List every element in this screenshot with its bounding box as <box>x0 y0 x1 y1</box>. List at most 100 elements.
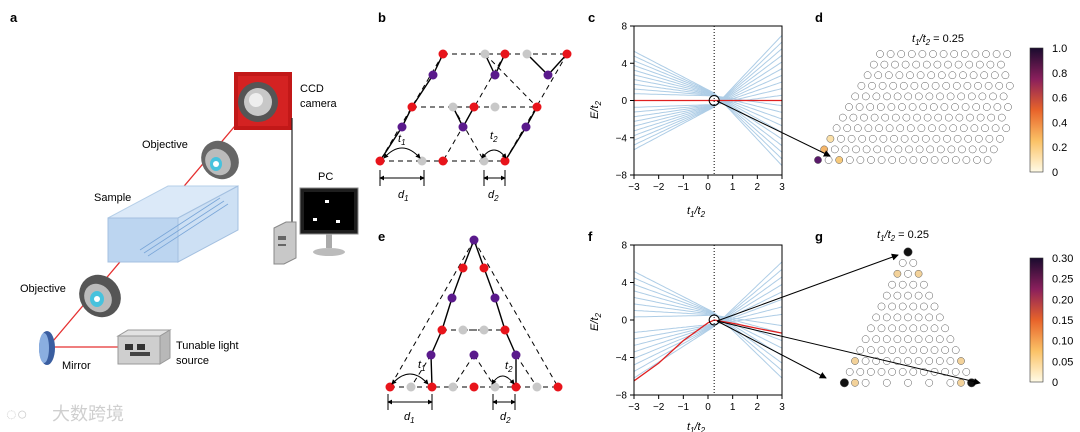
site-dot <box>923 113 932 122</box>
lattice-site <box>438 156 448 166</box>
site-dot <box>978 92 987 101</box>
site-dot <box>901 60 910 69</box>
site-dot <box>933 60 942 69</box>
x-tick-label: 2 <box>755 182 761 193</box>
site-dot <box>954 60 963 69</box>
c-xlabel: t1/t2 <box>687 205 706 219</box>
lattice-site <box>426 350 436 360</box>
site-dot <box>948 71 957 80</box>
site-dot <box>856 368 865 376</box>
site-dot <box>935 335 944 344</box>
site-dot <box>904 269 912 278</box>
site-dot <box>885 124 894 133</box>
lattice-site <box>522 49 532 59</box>
t2-label-e: t2 <box>505 360 513 374</box>
site-dot <box>943 134 951 143</box>
band-line <box>633 94 783 108</box>
f-ylabel: E/t2 <box>589 313 603 331</box>
watermark-text: 大数跨境 <box>52 404 124 424</box>
band-line <box>633 283 783 364</box>
site-dot <box>965 60 974 69</box>
hopping-t2-arrow-e <box>491 375 515 385</box>
site-dot <box>888 324 896 333</box>
site-dot <box>906 71 914 80</box>
site-dot <box>939 50 948 58</box>
band-line <box>633 81 783 118</box>
lattice-bond-dashed <box>484 53 538 108</box>
t1-label: t1 <box>398 133 406 147</box>
site-dot <box>974 134 983 143</box>
site-dot <box>973 156 981 164</box>
site-dot <box>941 368 949 376</box>
site-dot <box>1002 124 1011 133</box>
site-dot <box>872 313 881 322</box>
site-dot <box>904 378 912 387</box>
d1-label-e: d1 <box>404 411 415 425</box>
site-dot <box>847 134 856 143</box>
site-dot <box>855 103 864 111</box>
site-dot <box>882 313 891 322</box>
site-dot <box>975 60 984 69</box>
site-dot <box>896 124 905 133</box>
site-dot <box>876 103 885 111</box>
band-line <box>633 61 783 132</box>
x-tick-label: 3 <box>779 182 785 193</box>
colorbar-g <box>1029 257 1044 383</box>
site-dot <box>893 269 902 278</box>
band-line <box>633 306 783 340</box>
site-dot <box>876 50 884 58</box>
colorbar-tick-label: 0 <box>1052 167 1058 179</box>
hopping-t2-arrow <box>481 149 507 159</box>
site-dot <box>862 145 871 154</box>
site-dot <box>932 134 941 143</box>
site-dot <box>976 113 985 122</box>
site-dot <box>1001 71 1010 80</box>
site-intensity-grid-g <box>839 247 977 388</box>
site-dot <box>912 60 921 69</box>
light-label-line2: source <box>176 355 209 367</box>
edge-state-line <box>633 319 783 382</box>
lattice-site <box>448 382 458 392</box>
site-dot <box>910 81 919 90</box>
arrow-f-to-g-top <box>716 253 899 322</box>
lattice-site <box>438 49 448 59</box>
site-dot <box>891 60 899 69</box>
panel-e: e t1 t2 d1 d2 <box>378 229 563 425</box>
site-dot <box>925 313 934 322</box>
site-dot <box>880 60 889 69</box>
site-dot <box>884 71 893 80</box>
panel-d-label: d <box>815 10 823 25</box>
band-line <box>633 48 783 141</box>
lattice-site <box>500 156 510 166</box>
site-dot <box>902 113 911 122</box>
site-dot <box>832 124 841 133</box>
site-dot <box>863 71 872 80</box>
site-dot <box>879 134 888 143</box>
band-line <box>633 277 783 371</box>
y-tick-label: 8 <box>621 241 627 252</box>
plot-frame <box>633 244 783 396</box>
band-line <box>633 50 783 167</box>
band-line <box>633 54 783 137</box>
band-line <box>633 88 783 113</box>
lattice-site <box>480 49 490 59</box>
y-tick-label: 0 <box>621 316 627 327</box>
site-dot <box>830 145 839 154</box>
site-dot <box>883 145 892 154</box>
site-dot <box>882 335 891 344</box>
site-dot <box>947 145 956 154</box>
g-title: t1/t2 = 0.25 <box>877 229 929 243</box>
site-dot <box>888 156 897 164</box>
ccd-label-line2: camera <box>300 98 338 110</box>
lattice-site <box>469 382 479 392</box>
site-dot <box>951 346 960 354</box>
watermark-logo-icon: ◌○ <box>6 404 28 424</box>
site-dot <box>873 145 882 154</box>
site-dot <box>837 134 845 143</box>
site-dot <box>936 145 945 154</box>
site-dot <box>898 156 907 164</box>
site-dot <box>966 113 974 122</box>
site-dot <box>997 60 1005 69</box>
